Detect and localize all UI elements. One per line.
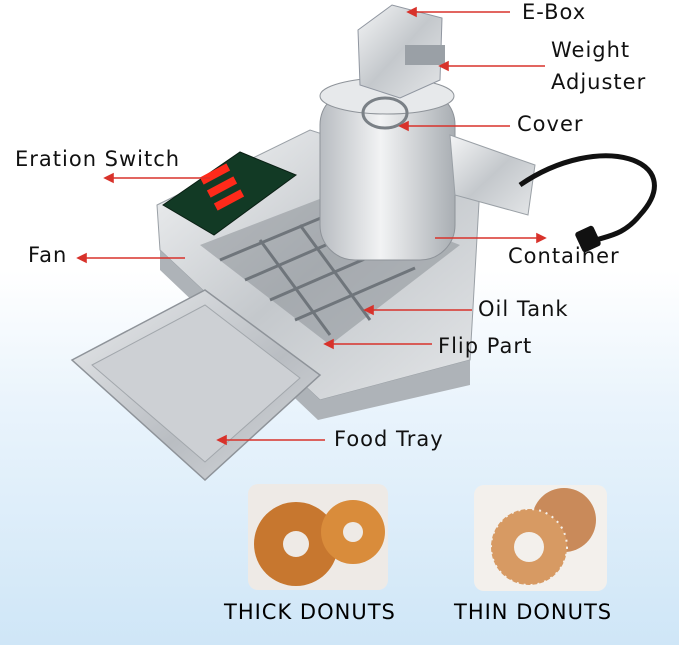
label-flip-part: Flip Part (438, 334, 533, 358)
label-weight-adjuster-line1: Weight (551, 38, 631, 62)
label-eration-switch: Eration Switch (15, 147, 181, 171)
power-cord (518, 153, 657, 248)
caption-thin-donuts: THIN DONUTS (454, 600, 613, 624)
thick-donut-photo (248, 484, 388, 590)
thin-donut-image (490, 488, 596, 586)
caption-thick-donuts: THICK DONUTS (224, 600, 396, 624)
thick-donut-image (254, 500, 385, 586)
label-fan: Fan (28, 243, 68, 267)
label-food-tray: Food Tray (334, 427, 444, 451)
control-panel (162, 151, 298, 236)
label-e-box: E-Box (522, 0, 587, 24)
container-body (319, 89, 456, 261)
label-cover: Cover (517, 112, 584, 136)
thin-donut-photo (474, 485, 607, 591)
label-oil-tank: Oil Tank (478, 297, 569, 321)
label-weight-adjuster-line2: Adjuster (551, 70, 647, 94)
label-container: Container (508, 244, 620, 268)
e-box (357, 4, 443, 99)
